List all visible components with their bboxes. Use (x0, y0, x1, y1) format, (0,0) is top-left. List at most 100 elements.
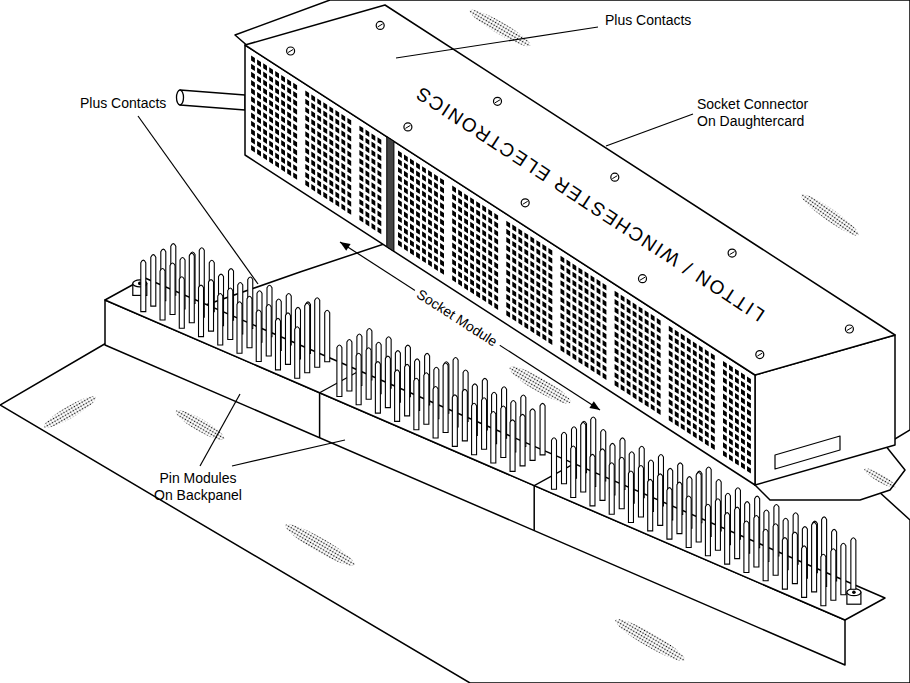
screw (287, 47, 295, 55)
section-gap (387, 137, 394, 252)
contact-pin (552, 438, 557, 490)
dimension-arrowhead (589, 401, 600, 410)
screw-slot (288, 50, 293, 53)
contact-pin (424, 373, 429, 425)
contact-pin (540, 403, 545, 455)
contact-pin (247, 296, 252, 348)
contact-pin (763, 529, 768, 581)
screw (494, 97, 502, 105)
socket-connector-group (177, 5, 896, 485)
contact-pin (462, 389, 467, 441)
contact-pin (510, 420, 515, 472)
contact-pin (754, 515, 759, 567)
contact-pin (256, 310, 261, 362)
contact-pin (472, 403, 477, 455)
contact-pin (209, 280, 214, 332)
contact-pin (744, 521, 749, 573)
board-hatching (41, 392, 99, 432)
plus-contact-pin (812, 522, 817, 592)
contact-pin (179, 277, 184, 329)
contact-pin (275, 318, 280, 370)
screw (404, 123, 412, 131)
plus-contact-pin (443, 363, 448, 433)
leader-line (232, 440, 345, 466)
contact-pin (405, 364, 410, 416)
guide-pin-tip (177, 90, 184, 105)
contact-pin (638, 466, 643, 518)
screw-slot (640, 277, 645, 280)
contact-pin (482, 398, 487, 450)
contact-pin (325, 310, 330, 362)
leader-line (606, 114, 693, 146)
screw (756, 351, 764, 359)
screw (639, 275, 647, 283)
leader-line (396, 27, 598, 58)
contact-pin (141, 260, 146, 312)
guide-boss-hole (852, 590, 856, 594)
dimension-line (340, 242, 600, 410)
daughtercard-group (235, 0, 910, 500)
contact-pin (356, 353, 361, 405)
board-hatching (798, 190, 862, 240)
leader-line (200, 394, 240, 466)
dimension-arrowhead (340, 242, 351, 251)
plus-contact-pin (581, 423, 586, 493)
screw-slot (847, 328, 852, 331)
guide-pin (180, 90, 245, 110)
screw-slot (495, 100, 500, 103)
contact-pin (395, 370, 400, 422)
daughtercard-board (235, 0, 910, 500)
board-hatching (506, 361, 574, 408)
contact-pin (501, 406, 506, 458)
contact-pin (628, 471, 633, 523)
board-hatching (467, 5, 534, 50)
board-hatching (173, 406, 227, 444)
contact-pin (199, 285, 204, 337)
contact-pin (735, 507, 740, 559)
contact-pin (619, 457, 624, 509)
contact-pin (562, 432, 567, 484)
contact-pin (773, 524, 778, 576)
leader-line (138, 116, 258, 284)
plus-contact-pin (696, 472, 701, 542)
plus-contact-pin (189, 253, 194, 323)
contact-pin (677, 482, 682, 533)
contact-pin (590, 454, 595, 506)
contact-pin (237, 302, 242, 354)
contact-pin (491, 412, 496, 464)
contact-pin (715, 499, 720, 551)
contact-pin (705, 504, 710, 556)
contact-pin (452, 395, 457, 447)
contact-pin (530, 409, 535, 461)
contact-pin (686, 496, 691, 548)
plus-contact-pin (315, 298, 320, 368)
contact-pin (792, 532, 797, 584)
contact-pin (841, 543, 846, 595)
contact-pin (782, 538, 787, 590)
contact-pin (170, 263, 175, 315)
screw-slot (405, 125, 410, 128)
contact-pin (151, 255, 156, 307)
contact-pin (520, 414, 525, 466)
screw-slot (378, 24, 383, 27)
contact-pin (851, 538, 856, 590)
contact-pin (725, 513, 730, 565)
contact-pin (821, 554, 826, 606)
contact-pin (366, 348, 371, 400)
board-hatching (282, 519, 358, 571)
screw-slot (523, 201, 528, 204)
contact-pin (433, 387, 438, 439)
plus-contact-pin (305, 303, 310, 373)
board-hatching (862, 466, 897, 491)
contact-pin (648, 479, 653, 530)
contact-pin (609, 463, 614, 515)
latch (775, 436, 840, 469)
contact-pin (228, 288, 233, 340)
contact-pin (218, 293, 223, 345)
contact-pin (347, 339, 352, 391)
screw (728, 249, 736, 257)
contact-pin (266, 305, 271, 357)
module-divider (533, 486, 535, 531)
